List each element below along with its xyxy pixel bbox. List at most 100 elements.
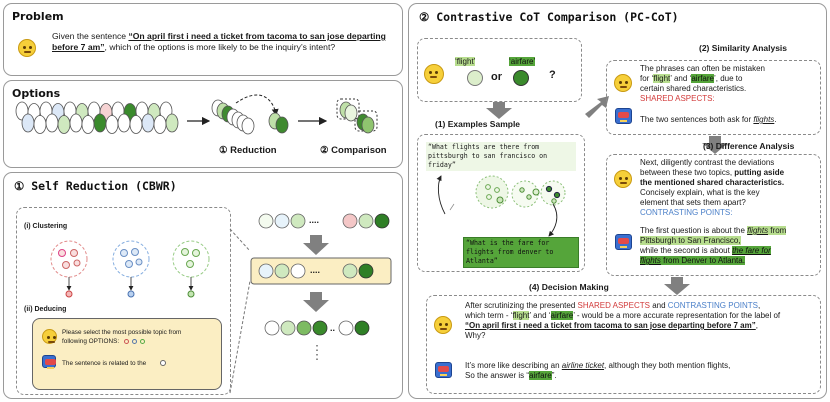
examples-title: (1) Examples Sample [435, 119, 521, 129]
sim-ans-flights: flights [753, 115, 775, 124]
option-disc [153, 115, 167, 134]
thinking-face-icon [614, 74, 632, 92]
option-disc [165, 113, 179, 133]
dec2a: which term - ‘ [465, 311, 513, 320]
diff-a1a: The first question is about the [640, 226, 748, 235]
difference-question: Next, diligently contrast the deviations… [640, 158, 818, 218]
option-dot-green [139, 338, 145, 344]
difference-box [606, 154, 821, 276]
cbwr-box [16, 207, 231, 395]
self-reduction-title: ① Self Reduction (CBWR) [14, 179, 177, 193]
reduced-stack [211, 99, 255, 135]
option-disc [69, 113, 83, 133]
diff-q4: Concisely explain, what is the key [640, 188, 760, 197]
decision-box [426, 295, 821, 394]
ellipsis-row2: .... [310, 265, 321, 275]
term-compare-box [417, 38, 582, 102]
sim-q1: The phrases can often be mistaken [640, 64, 765, 73]
dec-airline-ticket: airline ticket [561, 361, 605, 370]
or-label: or [491, 71, 502, 83]
pc-cot-arrows [436, 96, 728, 295]
problem-text: Given the sentence “On april first i nee… [52, 31, 397, 53]
diff-q2-bold: putting aside [734, 168, 785, 177]
dec-answer-airfare: airfare [529, 371, 552, 380]
sim-q2-airfare: airfare [691, 74, 714, 83]
thinking-face-icon [42, 329, 57, 344]
problem-title: Problem [12, 10, 64, 23]
robot-icon [42, 355, 56, 369]
diff-q2: between these two topics, putting aside [640, 168, 818, 178]
example1: “What flights are there from pittsburgh … [426, 142, 576, 171]
dec-line5: It’s more like describing an airline tic… [465, 361, 817, 371]
dec-sentence: “On april first i need a ticket from tac… [465, 321, 756, 330]
clustering-label: (i) Clustering [24, 223, 68, 230]
sim-q2: for ‘flight’ and ‘airfare’, due to [640, 74, 818, 84]
dec-line6: So the answer is “airfare”. [465, 371, 817, 381]
dec3b: , [755, 321, 758, 330]
similarity-answer: The two sentences both ask for flights. [640, 115, 777, 125]
dec6a: So the answer is “ [465, 371, 530, 380]
answer-line: The sentence is related to the [62, 360, 147, 367]
dec-why: Why? [465, 331, 486, 340]
diff-q2-a: between these two topics, [640, 168, 735, 177]
option-disc [33, 115, 47, 134]
reduction-label: ① Reduction [219, 145, 277, 156]
thinking-face-icon [18, 39, 36, 57]
contrasting-points-label: CONTRASTING POINTS: [640, 208, 733, 217]
decision-question: After scrutinizing the presented SHARED … [465, 301, 817, 341]
option-disc-stacks [15, 101, 179, 134]
term1-disc [467, 70, 483, 86]
diff-a1c: from [768, 226, 787, 235]
prompt-line2: following OPTIONS: [62, 337, 120, 345]
option-dot-red [123, 338, 129, 344]
sim-ans-a: The two sentences both ask for [640, 115, 754, 124]
diff-a1: The first question is about the flights … [640, 226, 818, 236]
pc-cot-panel: ② Contrastive CoT Comparison (PC-CoT) ‘f… [408, 3, 827, 399]
thinking-face-icon [434, 316, 452, 334]
problem-suffix: , which of the options is more likely to… [104, 42, 336, 52]
term2: ‘airfare’ [509, 57, 536, 66]
dec-line2: which term - ‘flight’ and ‘airfare’ - wo… [465, 311, 817, 321]
diff-q5: element that sets them apart? [640, 198, 746, 207]
option-disc [141, 113, 155, 133]
option-disc [81, 115, 95, 134]
deducing-prompt-box [32, 318, 222, 390]
option-dot-blue [131, 338, 137, 344]
option-disc [105, 115, 119, 134]
dec-flight: flight [512, 311, 530, 320]
difference-title: (3) Difference Analysis [703, 141, 795, 151]
dec2e: ’ - would be a more accurate representat… [573, 311, 781, 320]
sim-q2-flight: flight [653, 74, 671, 83]
sim-q2-c: ’ and ‘ [670, 74, 692, 83]
option-disc [21, 113, 35, 133]
term1: ‘flight’ [455, 57, 476, 66]
difference-answer: The first question is about the flights … [640, 226, 818, 266]
prompt-line1: Please select the most possible topic fr… [62, 329, 182, 336]
thinking-face-icon [614, 170, 632, 188]
diff-a4b: from Denver to Atlanta. [660, 256, 745, 265]
answer-dot [160, 360, 166, 366]
diff-a3a: while the second is about [640, 246, 733, 255]
sim-q2-e: ’, due to [714, 74, 743, 83]
option-disc [45, 113, 59, 133]
example2: “What is the fare for flights from denve… [463, 237, 579, 268]
term2-label: ‘airfare’ [509, 57, 536, 67]
diff-q1: Next, diligently contrast the deviations [640, 158, 775, 167]
dec-line1: After scrutinizing the presented SHARED … [465, 301, 817, 311]
deducing-label: (ii) Deducing [24, 306, 67, 313]
options-panel: Options ① Reduction ② Comparison [3, 80, 403, 168]
diff-a2: Pittsburgh to San Francisco, [640, 236, 741, 245]
problem-prefix: Given the sentence [52, 31, 129, 41]
options-title: Options [12, 87, 61, 100]
sim-q2-a: for ‘ [640, 74, 654, 83]
sim-ans-c: . [774, 115, 777, 124]
dec-airfare: airfare [550, 311, 574, 320]
similarity-box [606, 60, 821, 135]
robot-icon [615, 234, 632, 250]
dec2c: ’ and ‘ [529, 311, 551, 320]
term1-label: ‘flight’ [455, 57, 476, 67]
diff-q3: the mentioned shared characteristics. [640, 178, 785, 187]
option-disc [93, 113, 107, 133]
decision-title: (4) Decision Making [529, 282, 609, 292]
dec6c: ”. [551, 371, 557, 380]
